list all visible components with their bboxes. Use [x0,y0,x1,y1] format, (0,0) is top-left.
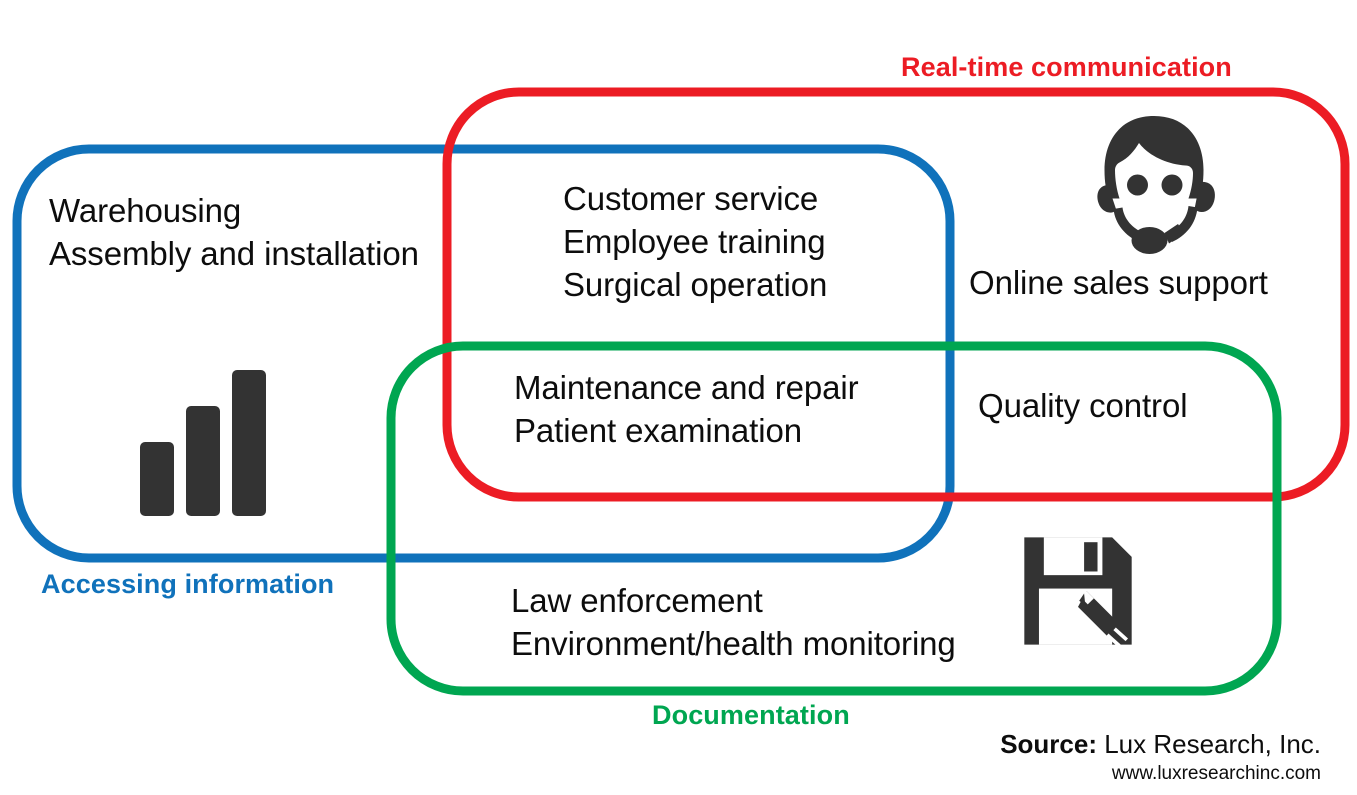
set-label-real-time-communication: Real-time communication [901,52,1232,82]
floppy-disk-pencil-icon [1017,530,1139,652]
region-text-accessing-and-realtime: Customer service Employee training Surgi… [563,180,828,303]
headset-agent-icon [1079,107,1229,257]
source-attribution: Source: Lux Research, Inc. www.luxresear… [1000,729,1321,786]
region-text-realtime-and-documentation: Quality control [978,387,1188,424]
set-outline-documentation [386,341,1282,696]
source-website: www.luxresearchinc.com [1111,762,1321,784]
region-text-all-three: Maintenance and repair Patient examinati… [514,369,859,449]
region-text-accessing-only: Warehousing Assembly and installation [49,192,419,272]
set-label-documentation: Documentation [652,700,850,730]
source-prefix: Source: [1000,729,1097,759]
set-label-accessing-information: Accessing information [41,569,335,599]
source-name: Lux Research, Inc. [1097,729,1321,759]
set-outline-accessing-information [12,144,955,563]
set-outline-real-time-communication [442,87,1350,502]
source-line: Source: Lux Research, Inc. [1000,729,1321,760]
region-text-realtime-only: Online sales support [969,264,1268,301]
bar-chart-icon [136,358,276,518]
region-text-documentation-only: Law enforcement Environment/health monit… [511,582,956,662]
